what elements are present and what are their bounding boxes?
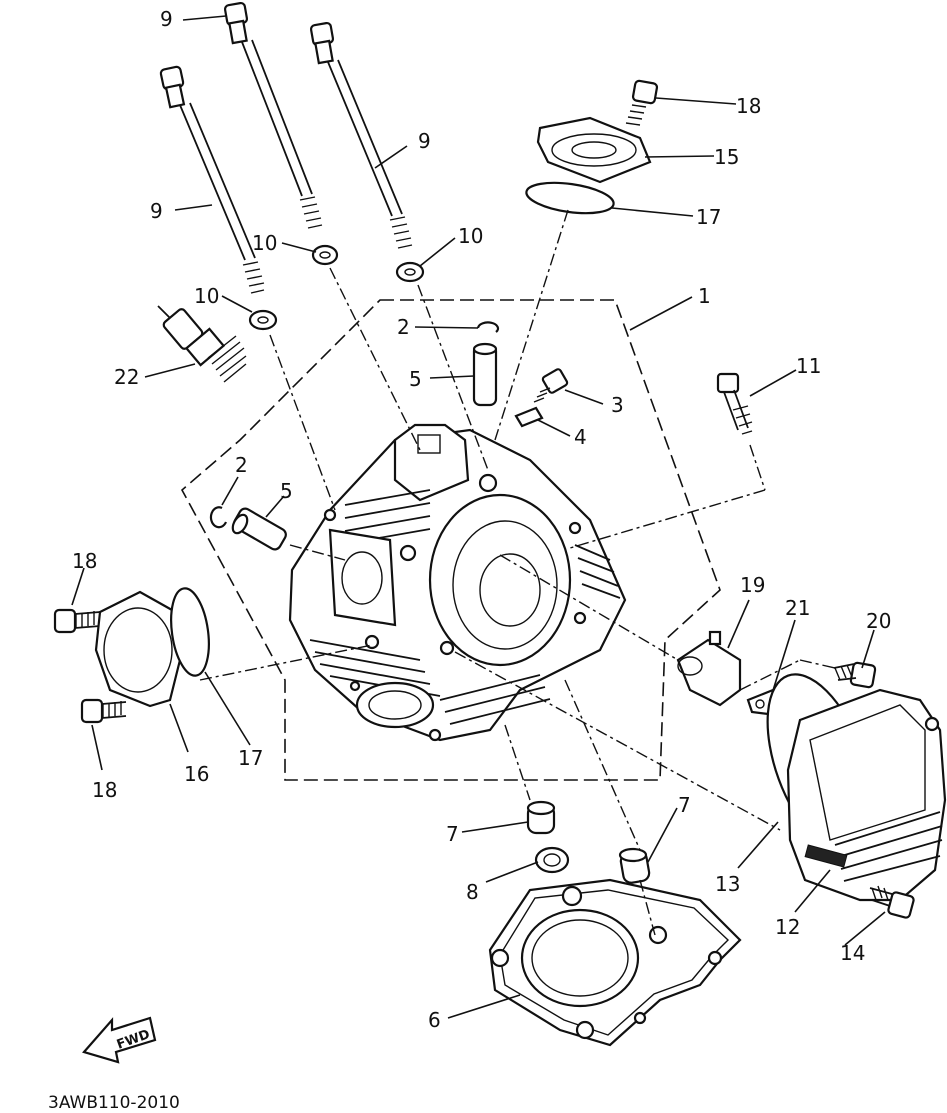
long-bolt-right xyxy=(309,21,413,249)
label-7-left: 7 xyxy=(446,822,459,846)
label-7-right: 7 xyxy=(678,793,691,817)
label-10-middle: 10 xyxy=(252,231,277,255)
label-8: 8 xyxy=(466,880,479,904)
label-18-left-lower: 18 xyxy=(92,778,117,802)
label-4: 4 xyxy=(574,425,587,449)
cap-15 xyxy=(536,116,652,184)
diagram-code: 3AWB110-2010 xyxy=(48,1093,180,1113)
bolt-20 xyxy=(833,661,877,689)
label-18-top: 18 xyxy=(736,94,761,118)
gasket-6 xyxy=(488,878,742,1047)
label-10-right: 10 xyxy=(458,224,483,248)
label-20: 20 xyxy=(866,609,891,633)
label-9-left: 9 xyxy=(150,199,163,223)
label-11: 11 xyxy=(796,354,821,378)
clip-2-upper xyxy=(476,321,500,333)
label-17-left: 17 xyxy=(238,746,263,770)
bolt-14 xyxy=(869,885,915,919)
label-13: 13 xyxy=(715,872,740,896)
bolt-3 xyxy=(533,368,569,403)
label-22: 22 xyxy=(114,365,139,389)
label-17-top: 17 xyxy=(696,205,721,229)
lock-washer-4 xyxy=(514,406,544,428)
label-6: 6 xyxy=(428,1008,441,1032)
label-2-upper: 2 xyxy=(397,315,410,339)
label-3: 3 xyxy=(611,393,624,417)
assembly-boundary xyxy=(180,299,721,781)
forward-arrow-icon: FWD xyxy=(82,1016,157,1064)
label-5-upper: 5 xyxy=(409,367,422,391)
part-labels: 9 9 9 10 10 10 1 2 5 3 4 22 2 5 11 18 15… xyxy=(72,7,891,1032)
label-16: 16 xyxy=(184,762,209,786)
valve-guide-5-left xyxy=(231,507,287,551)
label-2-left: 2 xyxy=(235,453,248,477)
washer-10-middle xyxy=(311,244,339,266)
bolt-11 xyxy=(716,372,753,435)
label-9-right: 9 xyxy=(418,129,431,153)
label-12: 12 xyxy=(775,915,800,939)
label-18-left-upper: 18 xyxy=(72,549,97,573)
label-15: 15 xyxy=(714,145,739,169)
label-14: 14 xyxy=(840,941,865,965)
washer-8 xyxy=(534,846,570,874)
label-9-top: 9 xyxy=(160,7,173,31)
side-cover-16 xyxy=(94,590,182,708)
bolt-18-left-lower xyxy=(80,698,127,724)
long-bolt-left xyxy=(159,65,265,294)
o-ring-17-left xyxy=(170,587,210,677)
label-10-left: 10 xyxy=(194,284,219,308)
long-bolt-middle xyxy=(223,1,323,229)
label-19: 19 xyxy=(740,573,765,597)
bolt-18-top xyxy=(625,79,659,126)
bolt-18-left-upper xyxy=(53,608,101,634)
clip-2-left xyxy=(209,506,228,529)
label-1: 1 xyxy=(698,284,711,308)
label-5-left: 5 xyxy=(280,479,293,503)
dowel-7-right xyxy=(618,847,651,884)
label-21: 21 xyxy=(785,596,810,620)
spark-plug xyxy=(157,305,247,383)
washer-10-right xyxy=(395,261,425,283)
cylinder-head xyxy=(288,423,627,742)
valve-guide-5-upper xyxy=(472,342,498,407)
dowel-7-left xyxy=(526,800,556,835)
side-cover-12 xyxy=(786,688,947,902)
leader-lines xyxy=(71,15,886,1019)
o-ring-17-top xyxy=(525,181,615,215)
washer-10-left xyxy=(248,309,278,331)
